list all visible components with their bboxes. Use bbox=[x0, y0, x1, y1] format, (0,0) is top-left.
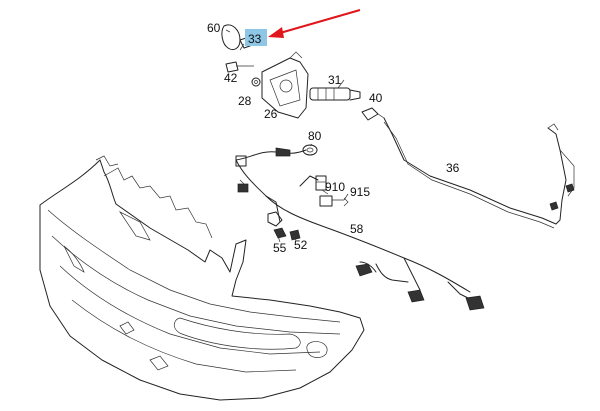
callout-26: 26 bbox=[264, 107, 278, 121]
callout-31: 31 bbox=[328, 73, 342, 87]
callout-60: 60 bbox=[207, 21, 221, 35]
washer bbox=[251, 77, 261, 87]
mounting-bracket bbox=[261, 51, 309, 119]
leader-lines bbox=[225, 29, 349, 243]
callout-28: 28 bbox=[238, 94, 252, 108]
washer-hose bbox=[383, 117, 575, 229]
callout-42: 42 bbox=[224, 71, 238, 85]
callout-915: 915 bbox=[350, 185, 370, 199]
callout-40: 40 bbox=[369, 91, 383, 105]
callout-33: 33 bbox=[248, 32, 262, 46]
pointer-arrow bbox=[268, 9, 361, 38]
sensor-parts bbox=[267, 211, 301, 241]
callout-58: 58 bbox=[350, 222, 364, 236]
grommet bbox=[302, 144, 318, 156]
bumper-cover bbox=[39, 155, 365, 401]
callout-910: 910 bbox=[325, 180, 345, 194]
small-connectors bbox=[315, 175, 349, 207]
nozzle-assembly bbox=[309, 87, 361, 101]
screw bbox=[225, 61, 254, 73]
callout-80: 80 bbox=[308, 129, 322, 143]
callout-36: 36 bbox=[446, 161, 460, 175]
callout-55: 55 bbox=[273, 241, 287, 255]
hose-connector bbox=[361, 107, 385, 121]
highlight-box bbox=[245, 29, 267, 46]
cap-cover bbox=[221, 24, 241, 51]
callout-52: 52 bbox=[294, 238, 308, 252]
